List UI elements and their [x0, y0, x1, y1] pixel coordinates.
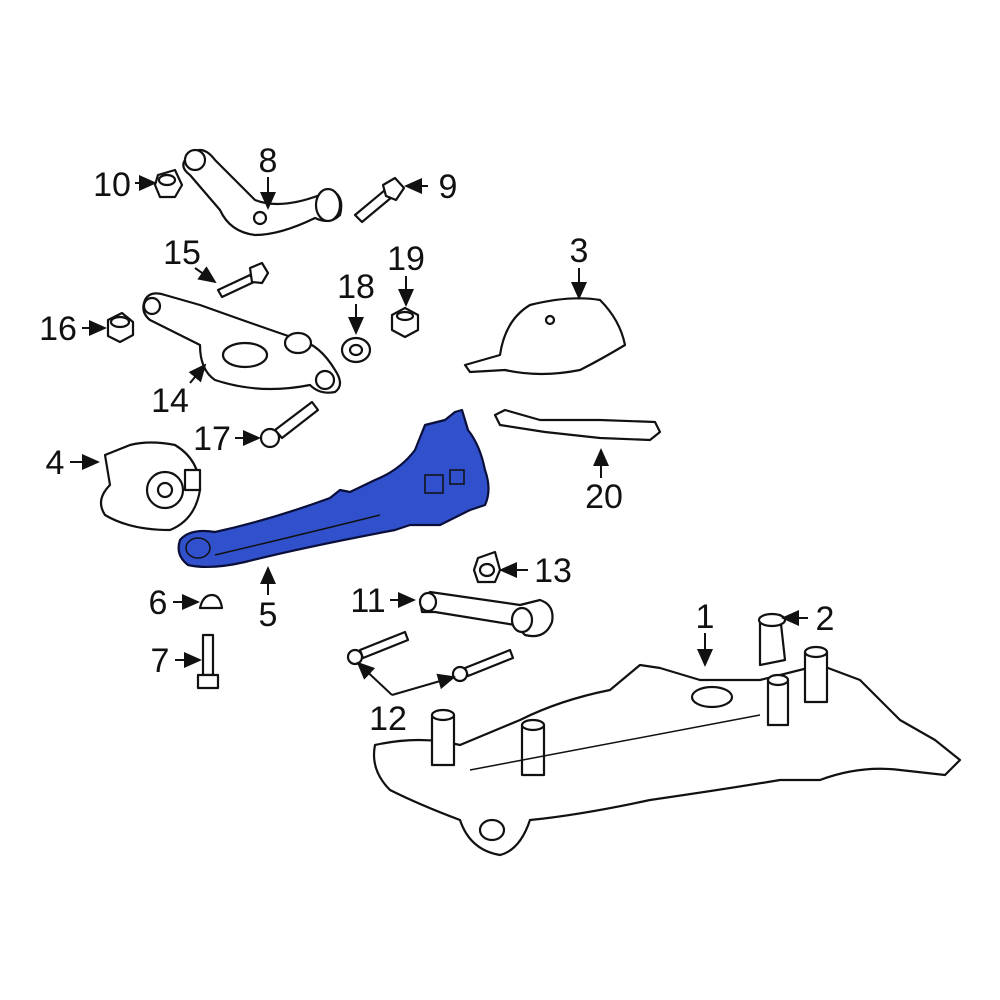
callout-10: 10	[93, 166, 131, 204]
callout-11: 11	[350, 582, 385, 620]
callout-6: 6	[149, 584, 168, 622]
part-2-bump-stop[interactable]	[757, 612, 787, 667]
callout-1: 1	[696, 598, 715, 636]
callout-16: 16	[39, 310, 77, 348]
part-9-bolt[interactable]	[353, 176, 406, 224]
callout-19: 19	[387, 240, 425, 278]
part-19-nut[interactable]	[390, 306, 420, 339]
part-7-bolt[interactable]	[196, 633, 220, 690]
callout-15: 15	[163, 234, 201, 272]
part-5-trailing-arm[interactable]	[177, 408, 490, 569]
part-16-bushing[interactable]	[106, 311, 135, 344]
part-6-cap[interactable]	[198, 593, 224, 610]
part-1-crossmember[interactable]	[372, 645, 962, 857]
part-3-shield[interactable]	[463, 297, 627, 376]
part-18-washer[interactable]	[340, 336, 372, 364]
callout-8: 8	[259, 142, 278, 180]
callout-3: 3	[570, 232, 589, 270]
part-4-knuckle[interactable]	[99, 441, 202, 532]
part-10-bushing[interactable]	[153, 168, 184, 199]
part-13-bushing[interactable]	[472, 550, 502, 584]
callout-18: 18	[337, 268, 375, 306]
part-12-bolts[interactable]	[346, 630, 515, 683]
callout-5: 5	[259, 596, 278, 634]
part-17-bolt[interactable]	[259, 400, 320, 449]
part-20-bracket[interactable]	[493, 408, 662, 442]
part-15-bolt[interactable]	[216, 261, 270, 299]
callout-13: 13	[534, 552, 572, 590]
callout-9: 9	[439, 168, 458, 206]
callout-arrows	[70, 175, 808, 696]
callout-20: 20	[585, 478, 623, 516]
part-14-lower-control-arm[interactable]	[142, 292, 342, 394]
callout-17: 17	[193, 420, 231, 458]
callout-12: 12	[369, 700, 407, 738]
part-8-upper-control-arm[interactable]	[182, 148, 343, 237]
callout-2: 2	[816, 600, 835, 638]
callout-4: 4	[46, 444, 65, 482]
callout-7: 7	[151, 642, 170, 680]
callout-14: 14	[151, 382, 189, 420]
part-11-toe-link[interactable]	[418, 590, 554, 638]
